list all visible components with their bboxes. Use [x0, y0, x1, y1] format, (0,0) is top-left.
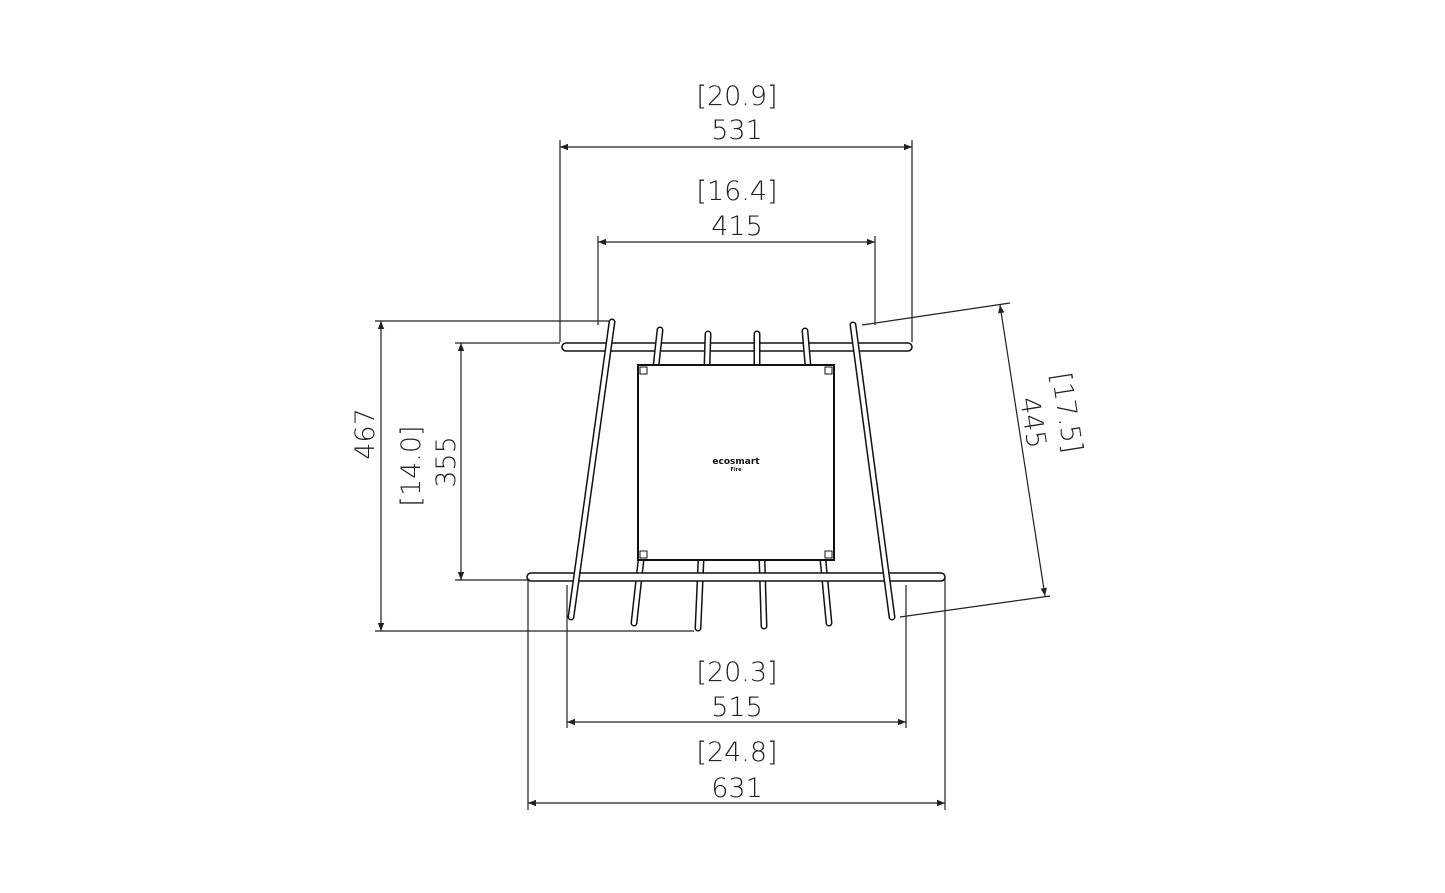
- dim-label-inches: [16.4]: [696, 176, 777, 207]
- top-short-rods: [652, 326, 812, 370]
- top-crossbar: [561, 342, 913, 352]
- product-top-view: ecosmart Fire: [526, 318, 946, 632]
- dim-label-mm: 445: [1013, 395, 1052, 451]
- svg-text:Fire: Fire: [731, 467, 743, 473]
- dim-label-mm: 515: [711, 692, 763, 723]
- dim-label-mm: 631: [711, 773, 763, 804]
- dimension-bottom-inner: [20.3] 515: [566, 585, 907, 728]
- bottom-short-rods: [630, 556, 833, 632]
- dim-label-mm: 355: [431, 436, 462, 488]
- ecosmart-fire-logo: ecosmart Fire: [712, 457, 760, 473]
- dim-label-mm: 531: [711, 115, 763, 146]
- dimension-top-inner: [16.4] 415: [597, 176, 876, 325]
- dim-label-mm: 415: [711, 211, 763, 242]
- svg-text:ecosmart: ecosmart: [712, 457, 760, 467]
- dimension-left-outer: 467: [350, 320, 694, 632]
- dimension-left-inner: [14.0] 355: [396, 342, 560, 581]
- dimension-bottom-outer: [24.8] 631: [527, 578, 946, 810]
- dim-label-inches: [14.0]: [396, 425, 427, 506]
- bottom-crossbar: [526, 572, 946, 582]
- dim-label-mm: 467: [350, 408, 381, 460]
- dim-label-inches: [20.3]: [696, 657, 777, 688]
- burner-box: [637, 364, 835, 561]
- dimension-right-diagonal: 445 [17.5]: [861, 302, 1088, 618]
- dim-label-inches: [20.9]: [696, 81, 777, 112]
- dim-label-inches: [24.8]: [696, 737, 777, 768]
- dimension-top-outer: [20.9] 531: [559, 81, 913, 342]
